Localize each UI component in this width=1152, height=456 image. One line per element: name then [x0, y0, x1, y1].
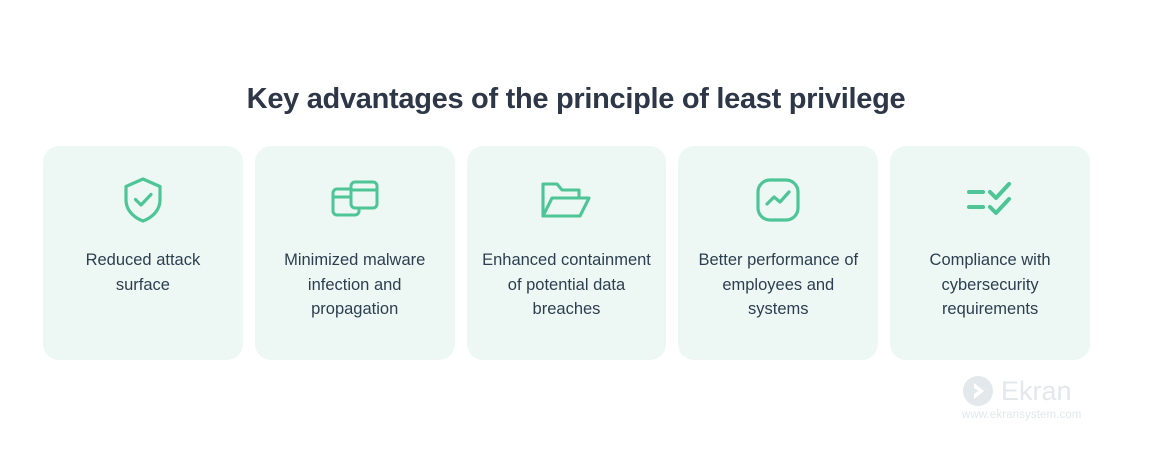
advantage-card: Enhanced containment of potential data b… — [466, 146, 667, 360]
overlapping-windows-icon — [327, 174, 383, 226]
advantage-card: Compliance with cybersecurity requiremen… — [890, 146, 1090, 360]
page-title: Key advantages of the principle of least… — [246, 83, 906, 115]
watermark-url: www.ekransystem.com — [962, 409, 1082, 421]
advantage-card-label: Compliance with cybersecurity requiremen… — [929, 251, 1051, 318]
advantage-card-label: Reduced attack surface — [85, 251, 201, 294]
performance-chart-icon — [750, 174, 806, 226]
advantage-card: Reduced attack surface — [43, 146, 243, 360]
open-folder-icon — [538, 174, 594, 226]
watermark: Ekran www.ekransystem.com — [962, 374, 1102, 426]
checklist-icon — [962, 174, 1018, 226]
advantage-card: Better performance of employees and syst… — [678, 146, 879, 360]
advantage-card: Minimized malware infection and propagat… — [254, 146, 455, 360]
advantage-card-label: Better performance of employees and syst… — [698, 251, 859, 318]
advantage-card-label: Enhanced containment of potential data b… — [482, 251, 651, 318]
advantage-card-label: Minimized malware infection and propagat… — [284, 251, 426, 318]
watermark-brand-name: Ekran — [1001, 376, 1072, 406]
ekran-chevron-logo-icon — [962, 375, 994, 407]
shield-check-icon — [115, 174, 171, 226]
advantage-card-list: Reduced attack surface Minimized malware… — [43, 146, 1090, 360]
watermark-brand-row: Ekran — [962, 374, 1102, 408]
